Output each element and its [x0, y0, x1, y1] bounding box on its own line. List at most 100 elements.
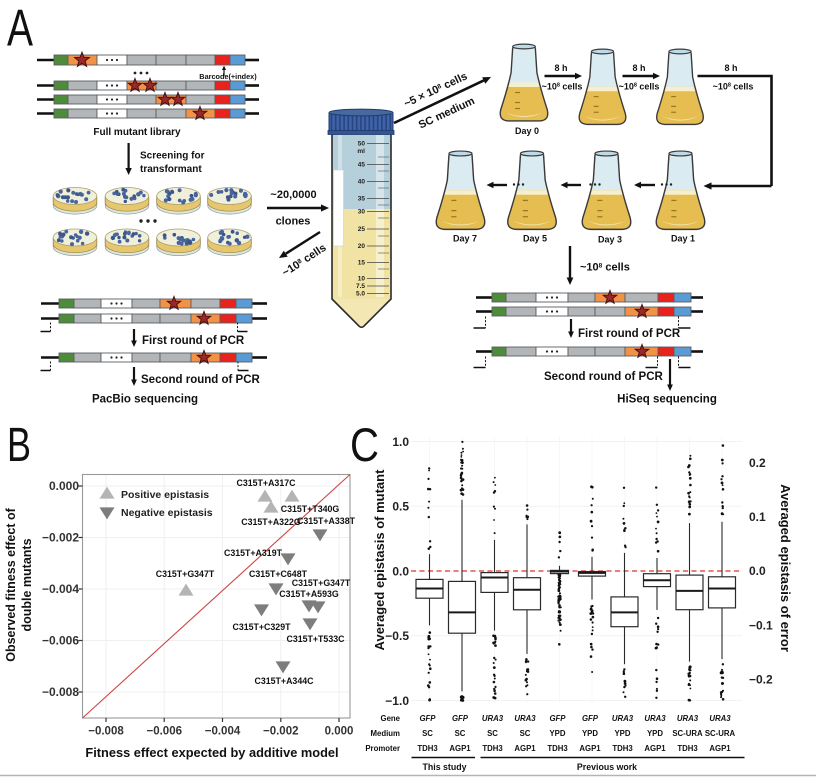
- svg-text:URA3: URA3: [612, 714, 634, 723]
- svg-text:8 h: 8 h: [632, 63, 645, 73]
- svg-text:URA3: URA3: [677, 714, 699, 723]
- svg-text:YPD: YPD: [582, 729, 598, 738]
- svg-text:0.0: 0.0: [749, 564, 766, 578]
- svg-text:SC: SC: [455, 729, 466, 738]
- svg-text:Gene: Gene: [381, 714, 401, 723]
- svg-text:−0.5: −0.5: [385, 629, 409, 643]
- svg-text:GFP: GFP: [549, 714, 566, 723]
- svg-text:double mutants: double mutants: [20, 538, 34, 631]
- svg-text:Barcode(+index): Barcode(+index): [199, 72, 257, 81]
- svg-text:HiSeq sequencing: HiSeq sequencing: [617, 394, 717, 406]
- svg-text:TDH3: TDH3: [482, 744, 503, 753]
- svg-text:YPD: YPD: [647, 729, 663, 738]
- svg-text:YPD: YPD: [549, 729, 565, 738]
- svg-text:URA3: URA3: [644, 714, 666, 723]
- svg-text:C: C: [350, 418, 379, 471]
- svg-text:C315T+C648T: C315T+C648T: [249, 569, 308, 579]
- svg-text:TDH3: TDH3: [612, 744, 633, 753]
- svg-text:C315T+A319T: C315T+A319T: [224, 548, 283, 558]
- svg-text:8 h: 8 h: [554, 63, 567, 73]
- svg-text:C315T+A344C: C315T+A344C: [255, 676, 315, 686]
- svg-text:A: A: [7, 0, 33, 58]
- svg-text:−0.002: −0.002: [42, 531, 79, 545]
- svg-text:AGP1: AGP1: [709, 744, 731, 753]
- svg-text:SC-URA: SC-URA: [705, 729, 736, 738]
- svg-text:URA3: URA3: [514, 714, 536, 723]
- svg-text:Screening for: Screening for: [140, 151, 205, 162]
- svg-text:50: 50: [358, 141, 366, 148]
- svg-text:C315T+A338T: C315T+A338T: [297, 516, 356, 526]
- svg-text:C315T+C329T: C315T+C329T: [233, 622, 292, 632]
- svg-text:AGP1: AGP1: [579, 744, 601, 753]
- svg-text:C315T+G347T: C315T+G347T: [156, 569, 215, 579]
- svg-text:SC: SC: [520, 729, 531, 738]
- svg-text:PacBio sequencing: PacBio sequencing: [92, 394, 198, 406]
- svg-text:~108 cells: ~108 cells: [619, 82, 660, 92]
- svg-text:0.1: 0.1: [749, 510, 766, 524]
- svg-text:Day 1: Day 1: [671, 234, 695, 244]
- svg-text:~108 cells: ~108 cells: [713, 82, 754, 92]
- svg-text:−0.004: −0.004: [205, 726, 241, 738]
- svg-text:GFP: GFP: [582, 714, 599, 723]
- svg-text:30: 30: [358, 209, 366, 216]
- svg-text:35: 35: [358, 196, 366, 203]
- svg-text:40: 40: [358, 179, 366, 186]
- svg-text:AGP1: AGP1: [514, 744, 536, 753]
- svg-text:Fitness effect expected by add: Fitness effect expected by additive mode…: [85, 745, 338, 760]
- svg-text:15: 15: [358, 260, 366, 267]
- svg-text:−0.008: −0.008: [42, 685, 79, 699]
- svg-text:25: 25: [358, 226, 366, 233]
- svg-text:B: B: [7, 419, 31, 472]
- svg-text:Medium: Medium: [371, 729, 401, 738]
- svg-text:First round of PCR: First round of PCR: [142, 335, 245, 347]
- svg-text:AGP1: AGP1: [449, 744, 471, 753]
- svg-text:−0.008: −0.008: [88, 726, 124, 738]
- svg-text:SC-URA: SC-URA: [672, 729, 703, 738]
- svg-text:First round of PCR: First round of PCR: [578, 328, 681, 340]
- svg-text:transformant: transformant: [140, 164, 202, 175]
- svg-text:C315T+A322G: C315T+A322G: [241, 517, 301, 527]
- svg-text:URA3: URA3: [482, 714, 504, 723]
- svg-text:−1.0: −1.0: [385, 694, 409, 708]
- svg-text:−0.1: −0.1: [749, 618, 773, 632]
- svg-text:C315T+G347T: C315T+G347T: [292, 578, 351, 588]
- svg-text:Day 5: Day 5: [523, 234, 547, 244]
- svg-text:0.0: 0.0: [392, 564, 409, 578]
- svg-text:C315T+T533C: C315T+T533C: [287, 634, 346, 644]
- svg-text:~20,0000: ~20,0000: [270, 189, 316, 201]
- svg-text:Averaged epistasis of mutant: Averaged epistasis of mutant: [372, 469, 387, 651]
- svg-text:This study: This study: [423, 762, 467, 772]
- svg-text:10: 10: [358, 276, 366, 283]
- svg-text:1.0: 1.0: [392, 435, 409, 449]
- svg-text:−0.002: −0.002: [263, 726, 299, 738]
- svg-text:GFP: GFP: [452, 714, 469, 723]
- svg-text:0.000: 0.000: [325, 726, 354, 738]
- svg-text:−0.006: −0.006: [42, 634, 79, 648]
- svg-text:Full mutant library: Full mutant library: [93, 127, 181, 138]
- svg-text:20: 20: [358, 243, 366, 250]
- svg-text:ml: ml: [357, 148, 365, 155]
- svg-text:−0.2: −0.2: [749, 673, 773, 687]
- svg-text:TDH3: TDH3: [417, 744, 438, 753]
- svg-text:SC: SC: [487, 729, 498, 738]
- svg-text:0.5: 0.5: [392, 500, 409, 514]
- svg-text:Day 7: Day 7: [453, 234, 477, 244]
- svg-text:TDH3: TDH3: [677, 744, 698, 753]
- svg-text:Previous work: Previous work: [577, 762, 637, 772]
- svg-text:0.2: 0.2: [749, 456, 766, 470]
- svg-text:0.000: 0.000: [49, 479, 79, 493]
- svg-text:URA3: URA3: [709, 714, 731, 723]
- svg-text:Positive epistasis: Positive epistasis: [121, 489, 209, 501]
- svg-text:5.0: 5.0: [356, 291, 365, 298]
- svg-text:C315T+A593G: C315T+A593G: [279, 589, 339, 599]
- svg-text:GFP: GFP: [419, 714, 436, 723]
- svg-text:SC: SC: [422, 729, 433, 738]
- svg-text:TDH3: TDH3: [547, 744, 568, 753]
- svg-text:−0.004: −0.004: [42, 582, 79, 596]
- svg-text:~108 cells: ~108 cells: [542, 82, 583, 92]
- svg-text:Averaged epistasis of error: Averaged epistasis of error: [778, 484, 793, 652]
- svg-text:Second round of PCR: Second round of PCR: [544, 371, 664, 383]
- svg-text:YPD: YPD: [614, 729, 630, 738]
- svg-text:Negative epistasis: Negative epistasis: [121, 507, 213, 519]
- svg-text:7.5: 7.5: [356, 283, 365, 290]
